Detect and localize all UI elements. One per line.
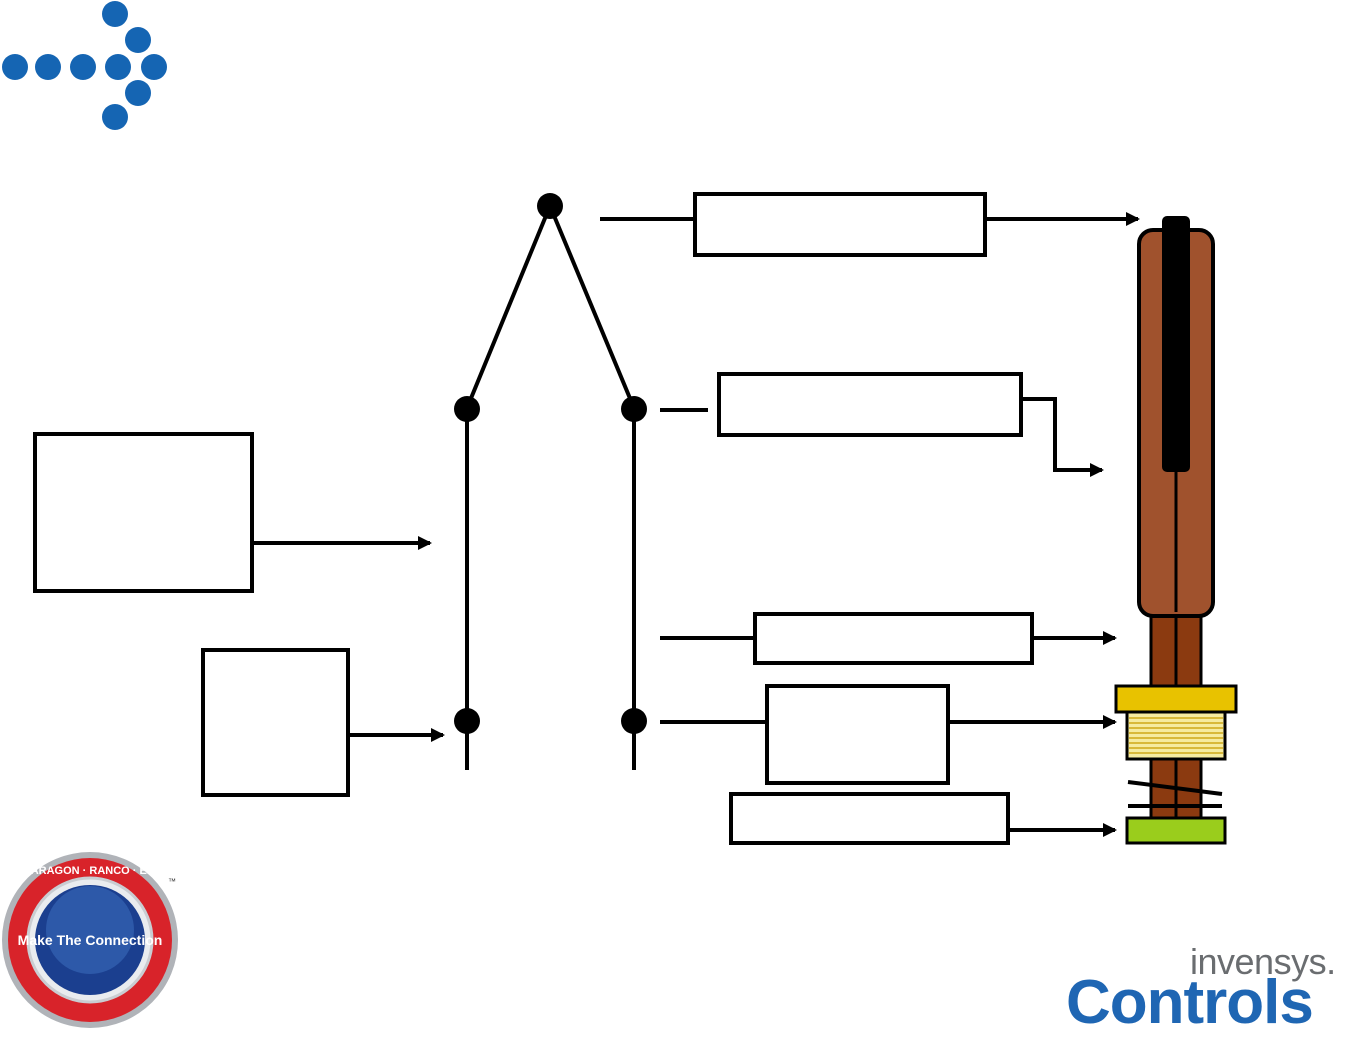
make-the-connection-badge: ROBERTSHAW · PARAGON · RANCO · ELIWELL ·…: [0, 852, 245, 1028]
hot-junction-node: [537, 193, 563, 219]
label-box-left-small: [201, 648, 350, 797]
arrow-second: [1021, 397, 1104, 477]
badge-center-text: Make The Connection: [18, 932, 163, 948]
label-box-fourth: [765, 684, 950, 785]
label-box-left-large: [33, 432, 254, 593]
threaded-section: [1125, 710, 1227, 761]
label-box-third: [753, 612, 1034, 665]
thermocouple-tip: [1162, 216, 1190, 472]
label-box-top: [693, 192, 987, 257]
label-box-bottom: [729, 792, 1010, 845]
left-lower-node: [454, 708, 480, 734]
base-nut: [1125, 816, 1227, 845]
badge-ring-text: ROBERTSHAW · PARAGON · RANCO · ELIWELL ·…: [0, 865, 245, 877]
thermocouple-illustration: [1114, 216, 1238, 845]
thermocouple-junction: [465, 205, 636, 770]
right-lower-node: [621, 708, 647, 734]
invensys-wordmark: invensys.: [1190, 941, 1336, 982]
right-upper-node: [621, 396, 647, 422]
fitting-nut: [1114, 684, 1238, 714]
controls-wordmark: Controls: [1066, 968, 1314, 1037]
junction-nodes: [454, 193, 647, 734]
label-box-second: [717, 372, 1023, 437]
arrow-dots-logo: [2, 1, 167, 130]
left-upper-node: [454, 396, 480, 422]
badge-trademark: ™: [168, 877, 176, 886]
